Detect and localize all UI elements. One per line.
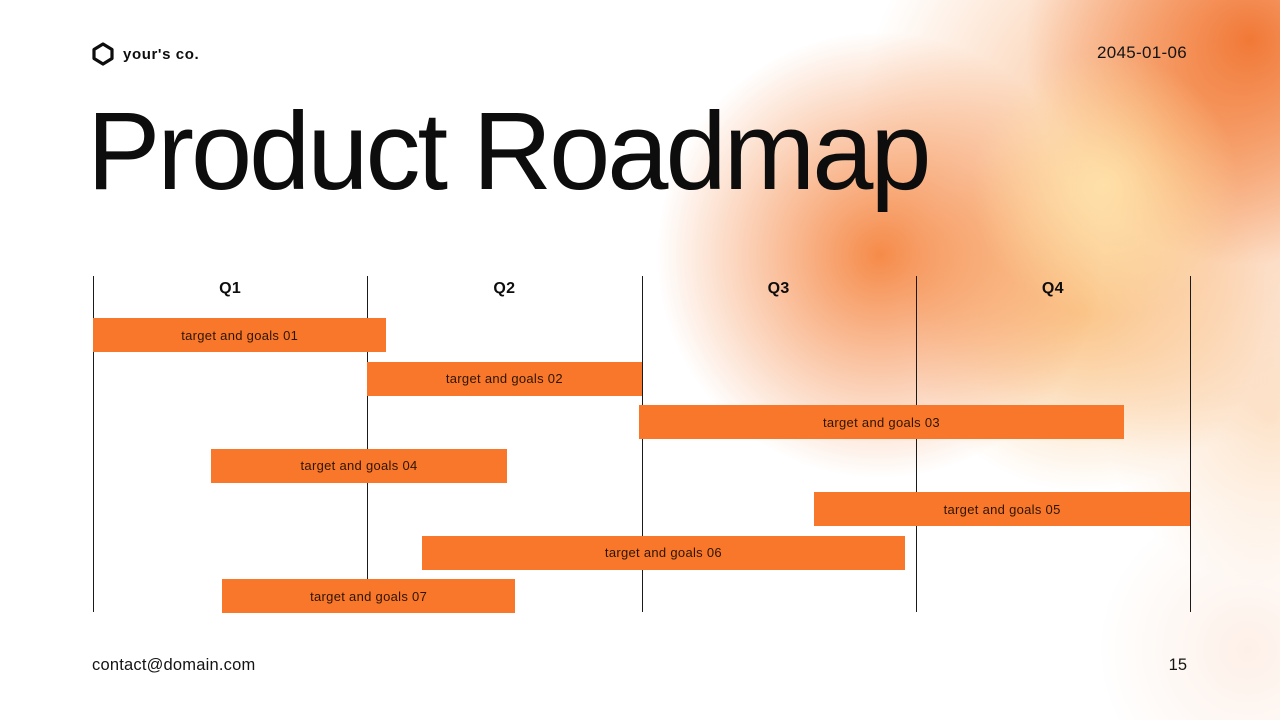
quarter-label: Q1 — [219, 280, 242, 297]
quarter-label: Q3 — [767, 280, 790, 297]
gantt-bar: target and goals 05 — [814, 492, 1190, 526]
hexagon-logo-icon — [92, 42, 114, 66]
quarter-gridline — [93, 276, 94, 612]
brand-name: your's co. — [123, 45, 200, 63]
gantt-bar: target and goals 07 — [221, 579, 516, 613]
quarter-gridline — [641, 276, 643, 612]
quarter-gridline — [367, 276, 369, 612]
page-number: 15 — [1168, 656, 1187, 674]
quarter-gridline — [1190, 276, 1191, 612]
gantt-bar: target and goals 01 — [93, 318, 387, 352]
quarter-label: Q4 — [1041, 280, 1064, 297]
contact-email: contact@domain.com — [92, 656, 256, 674]
quarter-gridline — [915, 276, 917, 612]
gantt-bar: target and goals 03 — [638, 405, 1125, 439]
brand: your's co. — [92, 42, 199, 66]
gantt-bar: target and goals 06 — [422, 535, 905, 570]
quarter-label: Q2 — [493, 280, 516, 297]
slide-date: 2045-01-06 — [1097, 43, 1187, 62]
gantt-bar: target and goals 02 — [367, 361, 642, 396]
slide-title: Product Roadmap — [87, 90, 932, 213]
gantt-bar: target and goals 04 — [210, 448, 508, 483]
